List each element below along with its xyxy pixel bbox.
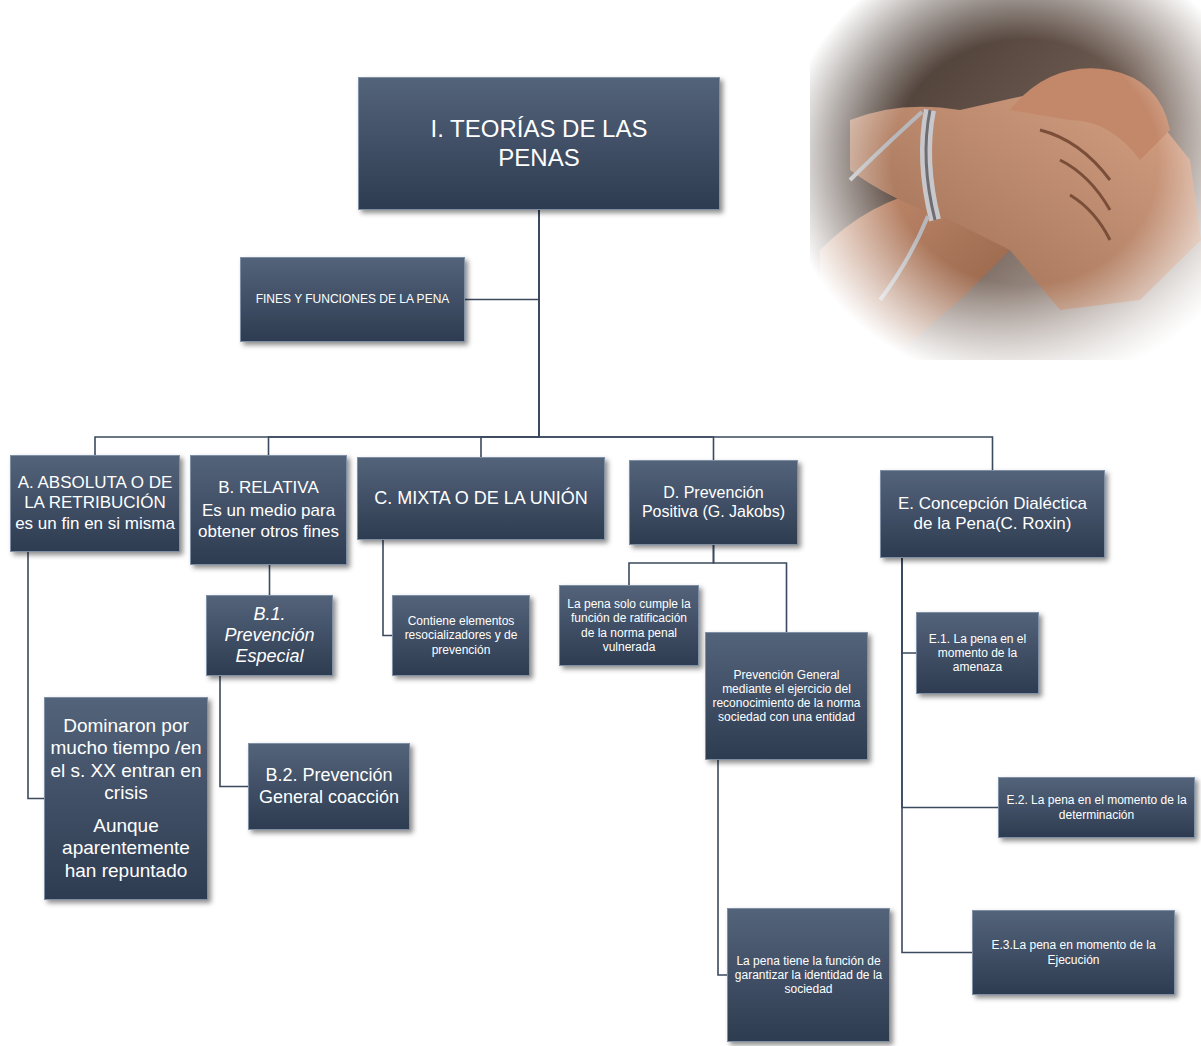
detail-box: La pena solo cumple la función de ratifi… (559, 585, 699, 666)
detail-box: E.3.La pena en momento de la Ejecución (972, 910, 1175, 995)
node-text: Es un medio para obtener otros fines (195, 501, 342, 541)
detail-box: E.2. La pena en el momento de la determi… (998, 777, 1195, 838)
node-text: E.2. La pena en el momento de la determi… (1004, 793, 1189, 821)
subtype-box: B.1. Prevención Especial (206, 595, 333, 676)
theory-box: A. ABSOLUTA O DE LA RETRIBUCIÓN es un fi… (10, 455, 180, 552)
node-text: Prevención General mediante el ejercicio… (711, 668, 862, 725)
subtype-box: B.2. Prevención General coacción (248, 743, 410, 830)
note-box: Dominaron por mucho tiempo /en el s. XX … (44, 697, 208, 900)
node-text: B.1. Prevención Especial (211, 604, 328, 668)
theory-box: E. Concepción Dialéctica de la Pena(C. R… (880, 470, 1105, 558)
connector-line (481, 210, 539, 457)
node-text: Contiene elementos resocializadores y de… (398, 614, 524, 656)
detail-box: Prevención General mediante el ejercicio… (705, 632, 868, 760)
connector-line (95, 210, 539, 455)
node-text: C. MIXTA O DE LA UNIÓN (374, 488, 588, 509)
process-box: FINES Y FUNCIONES DE LA PENA (240, 257, 465, 342)
node-text: D. Prevención Positiva (G. Jakobs) (634, 484, 793, 522)
title-box: I. TEORÍAS DE LAS PENAS (358, 77, 720, 210)
node-text: A. ABSOLUTA O DE LA RETRIBUCIÓN es un fi… (15, 473, 175, 533)
theory-box: B. RELATIVA Es un medio para obtener otro… (190, 455, 347, 565)
photo-content (810, 0, 1201, 360)
connector-line (465, 210, 539, 300)
connector-line (629, 545, 714, 585)
detail-box: Contiene elementos resocializadores y de… (392, 595, 530, 676)
connector-line (269, 565, 271, 595)
connector-line (539, 210, 714, 460)
node-text: I. TEORÍAS DE LAS PENAS (429, 115, 649, 172)
node-text: B. RELATIVA (218, 478, 318, 498)
connector-line (718, 760, 727, 975)
detail-box: E.1. La pena en el momento de la amenaza (916, 612, 1039, 694)
detail-box: La pena tiene la función de garantizar l… (727, 908, 890, 1042)
node-text: La pena solo cumple la función de ratifi… (563, 597, 695, 654)
handcuffs-photo (810, 0, 1201, 360)
connector-line (220, 676, 248, 787)
node-text: Aunque aparentemente han repuntado (50, 815, 202, 882)
node-text: E.1. La pena en el momento de la amenaza (922, 632, 1033, 674)
node-text: Dominaron por mucho tiempo /en el s. XX … (50, 715, 202, 805)
connector-line (902, 558, 916, 653)
node-text: FINES Y FUNCIONES DE LA PENA (256, 292, 450, 306)
node-text: B.2. Prevención General coacción (254, 765, 404, 807)
theory-box: C. MIXTA O DE LA UNIÓN (357, 457, 605, 540)
node-text: E. Concepción Dialéctica de la Pena(C. R… (887, 494, 1098, 534)
theory-box: D. Prevención Positiva (G. Jakobs) (629, 460, 798, 545)
connector-line (383, 540, 392, 636)
connector-line (539, 210, 993, 470)
connector-line (714, 545, 787, 632)
node-text: E.3.La pena en momento de la Ejecución (978, 938, 1169, 966)
node-text: La pena tiene la función de garantizar l… (732, 954, 885, 996)
connector-line (28, 552, 44, 799)
